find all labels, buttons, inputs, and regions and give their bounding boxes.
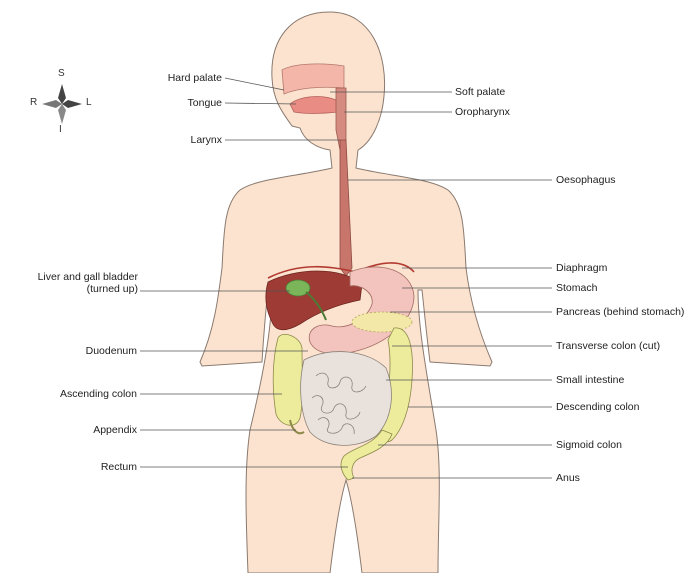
- label-hard-palate: Hard palate: [168, 72, 222, 84]
- label-soft-palate: Soft palate: [455, 86, 505, 98]
- label-rectum: Rectum: [101, 461, 137, 473]
- label-diaphragm: Diaphragm: [556, 262, 607, 274]
- label-stomach: Stomach: [556, 282, 597, 294]
- label-anus: Anus: [556, 472, 580, 484]
- label-liver-gall-bladder: Liver and gall bladder (turned up): [38, 271, 138, 295]
- small-intestine-shape: [301, 352, 392, 446]
- compass-right: R: [30, 97, 37, 108]
- compass-rose-icon: [42, 84, 82, 124]
- label-liver-line2: (turned up): [38, 283, 138, 295]
- label-pancreas: Pancreas (behind stomach): [556, 306, 684, 318]
- label-ascending-colon: Ascending colon: [60, 388, 137, 400]
- ascending-colon-shape: [273, 334, 302, 425]
- label-descending-colon: Descending colon: [556, 401, 639, 413]
- label-tongue: Tongue: [188, 97, 222, 109]
- pancreas-shape: [352, 312, 412, 332]
- label-sigmoid-colon: Sigmoid colon: [556, 439, 622, 451]
- label-appendix: Appendix: [93, 424, 137, 436]
- label-larynx: Larynx: [190, 134, 222, 146]
- compass-left: L: [86, 97, 92, 108]
- compass-superior: S: [58, 68, 65, 79]
- compass-inferior: I: [59, 124, 62, 135]
- label-small-intestine: Small intestine: [556, 374, 624, 386]
- label-oesophagus: Oesophagus: [556, 174, 616, 186]
- label-oropharynx: Oropharynx: [455, 106, 510, 118]
- label-duodenum: Duodenum: [86, 345, 137, 357]
- label-transverse-colon: Transverse colon (cut): [556, 340, 660, 352]
- label-liver-line1: Liver and gall bladder: [38, 271, 138, 283]
